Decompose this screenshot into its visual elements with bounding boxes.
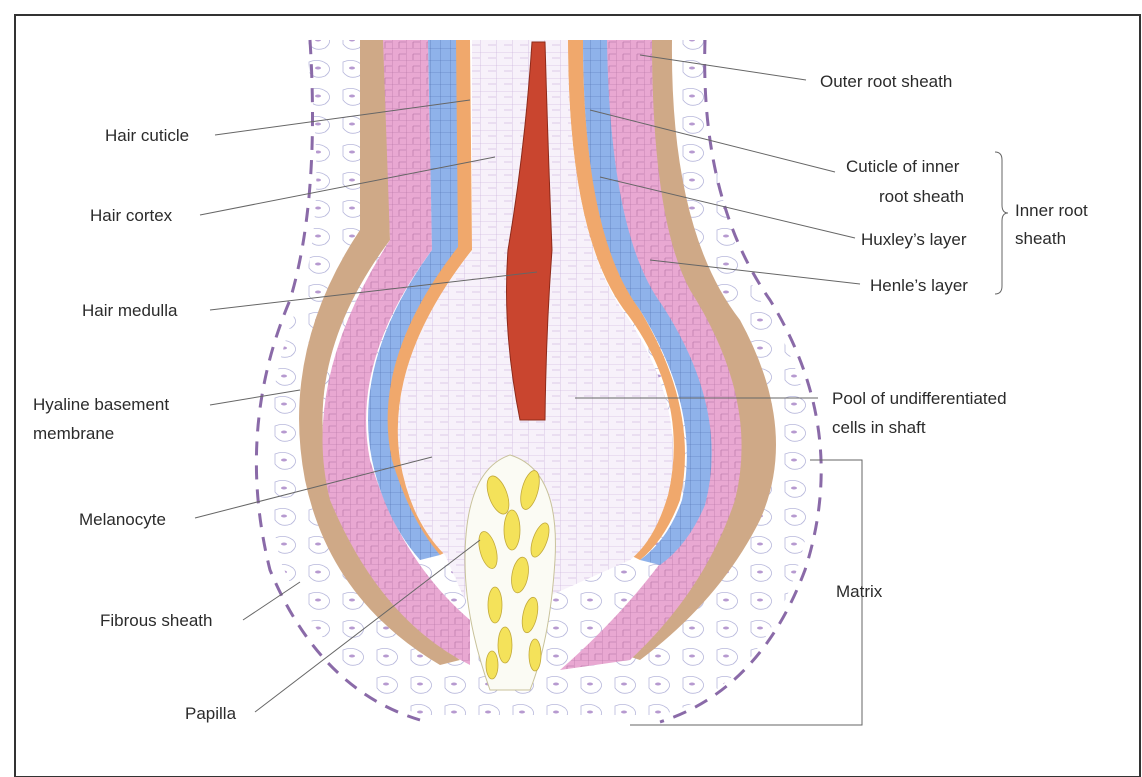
label-hair-cortex: Hair cortex [90, 206, 173, 225]
label-henles-layer: Henle’s layer [870, 276, 968, 295]
label-pool-line2: cells in shaft [832, 418, 926, 437]
label-inner-root-sheath-line1: Inner root [1015, 201, 1088, 220]
label-outer-root-sheath: Outer root sheath [820, 72, 952, 91]
label-papilla: Papilla [185, 704, 237, 723]
label-huxleys-layer: Huxley’s layer [861, 230, 967, 249]
label-hyaline-line1: Hyaline basement [33, 395, 169, 414]
label-inner-root-sheath-line2: sheath [1015, 229, 1066, 248]
label-matrix: Matrix [836, 582, 883, 601]
label-cuticle-irs-line1: Cuticle of inner [846, 157, 960, 176]
inner-root-sheath-brace [995, 152, 1008, 294]
label-fibrous-sheath: Fibrous sheath [100, 611, 212, 630]
label-hair-cuticle: Hair cuticle [105, 126, 189, 145]
label-hyaline-line2: membrane [33, 424, 114, 443]
label-pool-line1: Pool of undifferentiated [832, 389, 1007, 408]
label-melanocyte: Melanocyte [79, 510, 166, 529]
label-hair-medulla: Hair medulla [82, 301, 178, 320]
label-cuticle-irs-line2: root sheath [879, 187, 964, 206]
